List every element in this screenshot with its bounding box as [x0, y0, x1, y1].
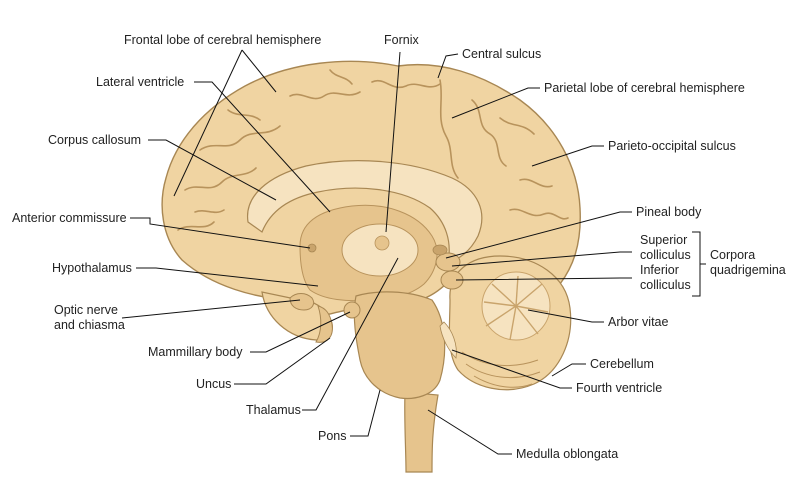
leader-medulla: [427, 409, 512, 455]
leader-fourth-ventricle: [451, 349, 572, 389]
leader-lateral-ventricle: [194, 81, 331, 213]
label-superior-colliculus-1: Superior: [640, 233, 687, 247]
label-pons: Pons: [318, 429, 347, 443]
label-central-sulcus: Central sulcus: [462, 47, 541, 61]
label-pineal-body: Pineal body: [636, 205, 702, 219]
leader-central-sulcus: [437, 53, 459, 79]
leader-lines: [121, 49, 706, 455]
leader-anterior-commissure: [130, 217, 311, 249]
label-superior-colliculus-2: colliculus: [640, 248, 691, 262]
gyri-detail: [177, 69, 569, 231]
label-fornix: Fornix: [384, 33, 419, 47]
label-mammillary-body: Mammillary body: [148, 345, 243, 359]
arbor-vitae-shape: [481, 271, 551, 341]
pineal-body-shape: [432, 244, 448, 256]
label-uncus: Uncus: [196, 377, 231, 391]
label-arbor-vitae: Arbor vitae: [608, 315, 668, 329]
leader-pons: [350, 389, 381, 437]
leader-inferior-colliculus: [455, 277, 632, 281]
brain-illustration: [161, 60, 581, 473]
label-anterior-commissure: Anterior commissure: [12, 211, 127, 225]
leader-corpus-callosum: [148, 139, 277, 201]
label-parietal-lobe: Parietal lobe of cerebral hemisphere: [544, 81, 745, 95]
label-inferior-colliculus-1: Inferior: [640, 263, 679, 277]
leader-mammillary-body: [250, 311, 351, 353]
colliculi-shape: [435, 252, 464, 290]
optic-chiasma-shape: [289, 293, 315, 311]
leader-parietal-lobe: [451, 87, 540, 119]
label-corpora-quadrigemina-2: quadrigemina: [710, 263, 786, 277]
label-frontal-lobe: Frontal lobe of cerebral hemisphere: [124, 33, 321, 47]
mammillary-body-shape: [343, 301, 361, 319]
leader-thalamus: [302, 257, 399, 411]
label-corpus-callosum: Corpus callosum: [48, 133, 141, 147]
leader-frontal-lobe-b: [241, 49, 277, 93]
leader-fornix: [385, 51, 401, 233]
leader-cerebellum: [551, 363, 586, 377]
labels: Frontal lobe of cerebral hemisphere Forn…: [12, 33, 786, 461]
corpora-quadrigemina-bracket: [692, 231, 706, 297]
label-corpora-quadrigemina-1: Corpora: [710, 248, 755, 262]
medulla-oblongata-shape: [404, 391, 439, 473]
label-inferior-colliculus-2: colliculus: [640, 278, 691, 292]
leader-optic-nerve: [121, 299, 301, 319]
leader-hypothalamus: [136, 267, 319, 287]
leader-arbor-vitae: [527, 309, 604, 323]
label-lateral-ventricle: Lateral ventricle: [96, 75, 184, 89]
pons-shape: [353, 291, 446, 400]
leader-uncus: [234, 337, 331, 385]
label-fourth-ventricle: Fourth ventricle: [576, 381, 662, 395]
fourth-ventricle-shape: [439, 321, 457, 359]
interthalamic-adhesion-shape: [374, 235, 390, 251]
leader-parieto-occipital: [531, 145, 604, 167]
leader-superior-colliculus: [451, 251, 632, 267]
label-optic-nerve-1: Optic nerve: [54, 303, 118, 317]
leader-pineal-body: [445, 211, 632, 259]
leader-frontal-lobe-a: [173, 49, 243, 197]
label-parieto-occipital-sulcus: Parieto-occipital sulcus: [608, 139, 736, 153]
label-optic-nerve-2: and chiasma: [54, 318, 125, 332]
label-thalamus: Thalamus: [246, 403, 301, 417]
label-hypothalamus: Hypothalamus: [52, 261, 132, 275]
label-cerebellum: Cerebellum: [590, 357, 654, 371]
label-medulla-oblongata: Medulla oblongata: [516, 447, 618, 461]
